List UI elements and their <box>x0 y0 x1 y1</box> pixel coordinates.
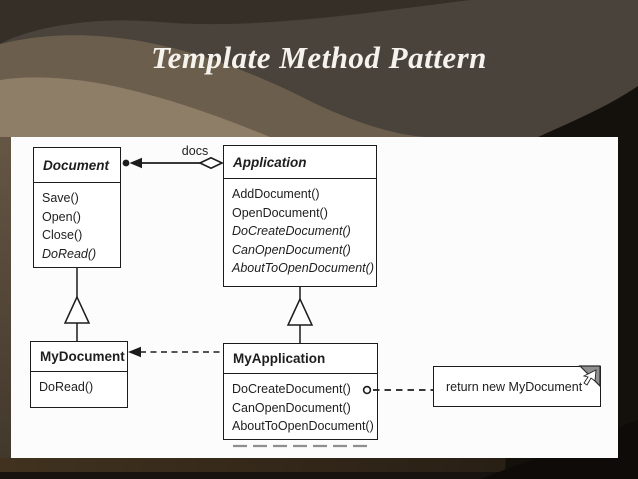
open-diamond-icon <box>198 156 224 170</box>
method: Save() <box>42 191 79 205</box>
method: DoCreateDocument() <box>232 224 351 238</box>
dot-adornment <box>122 159 130 167</box>
method: OpenDocument() <box>232 205 328 220</box>
hollow-triangle-icon <box>286 297 314 326</box>
class-methods: DoCreateDocument() CanOpenDocument() Abo… <box>224 374 377 436</box>
inheritance-document <box>63 268 91 341</box>
page-title: Template Method Pattern <box>151 40 487 75</box>
method: CanOpenDocument() <box>232 400 351 415</box>
class-box-document: Document Save() Open() Close() DoRead() <box>33 147 121 268</box>
class-box-application: Application AddDocument() OpenDocument()… <box>223 145 377 287</box>
diagram-panel: Document Save() Open() Close() DoRead() … <box>11 137 618 458</box>
dependency-arrow <box>128 346 223 358</box>
method: DoRead() <box>39 380 94 394</box>
class-title: MyDocument <box>31 342 127 372</box>
class-title: Application <box>224 146 376 179</box>
class-methods: DoRead() <box>31 372 127 397</box>
class-methods: AddDocument() OpenDocument() DoCreateDoc… <box>224 179 376 278</box>
class-box-mydocument: MyDocument DoRead() <box>30 341 128 408</box>
method: AddDocument() <box>232 187 320 201</box>
method: DoCreateDocument() <box>232 382 351 396</box>
method: Close() <box>42 228 83 242</box>
method: Open() <box>42 209 81 224</box>
inheritance-application <box>286 287 314 343</box>
aggregation-association: docs <box>122 144 224 170</box>
class-title: Document <box>34 148 120 183</box>
method: AboutToOpenDocument() <box>232 261 374 275</box>
method: DoRead() <box>42 246 97 261</box>
association-label: docs <box>182 144 208 158</box>
solid-arrowhead-icon <box>128 346 141 358</box>
method: AboutToOpenDocument() <box>232 419 374 433</box>
note-text: return new MyDocument <box>446 379 583 394</box>
class-box-myapplication: MyApplication DoCreateDocument() CanOpen… <box>223 343 378 440</box>
solid-arrowhead-icon <box>129 157 142 169</box>
method: CanOpenDocument() <box>232 242 351 257</box>
class-title: MyApplication <box>224 344 377 374</box>
class-methods: Save() Open() Close() DoRead() <box>34 183 120 263</box>
uml-note: return new MyDocument <box>433 366 601 407</box>
hollow-triangle-icon <box>63 295 91 324</box>
